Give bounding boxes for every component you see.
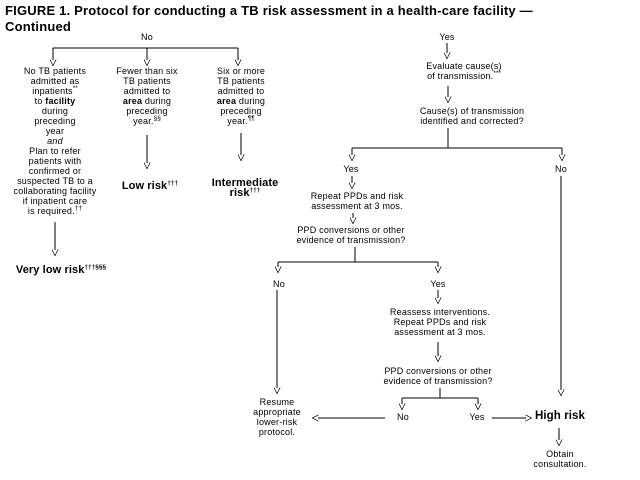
node-evaluate-causes: Evaluate cause(s) of transmission.*** [426, 61, 501, 81]
label-q3-no: No [397, 412, 409, 422]
text-line: admitted as [30, 76, 80, 86]
text-line-bold: area [122, 96, 143, 106]
text-line: Repeat PPDs and risk [310, 191, 404, 201]
node-reassess-interventions: Reassess interventions. Repeat PPDs and … [390, 307, 490, 337]
text-line: appropriate [253, 407, 301, 417]
text-line: suspected TB to a [17, 176, 93, 186]
label-q1-yes: Yes [343, 164, 359, 174]
text-line: TB patients [123, 76, 171, 86]
text-line: consultation. [533, 459, 587, 469]
text-line: Six or more [216, 66, 266, 76]
footnote-marker: ¶¶ [247, 115, 255, 122]
text-line: year.§§ [116, 115, 177, 126]
text-line: protocol. [258, 427, 296, 437]
footnote-marker: ††† [167, 180, 179, 187]
text-line: Evaluate cause(s) [426, 61, 502, 71]
text-line: is required.†† [14, 205, 97, 216]
text-line: during [41, 106, 69, 116]
label-q2-no: No [273, 279, 285, 289]
node-fewer-than-six: Fewer than six TB patients admitted to a… [116, 66, 177, 126]
text-line: Repeat PPDs and risk [393, 317, 487, 327]
text-line: evidence of transmission? [296, 235, 406, 245]
text-line-italic: and [47, 136, 63, 146]
footnote-marker: ††† [249, 187, 261, 194]
result-label: risk [229, 187, 250, 199]
text-line: preceding [126, 106, 168, 116]
text-line: Cause(s) of transmission [419, 106, 525, 116]
node-resume-lower-risk-protocol: Resume appropriate lower-risk protocol. [253, 397, 301, 437]
node-obtain-consultation: Obtain consultation. [533, 449, 586, 469]
label-q1-no: No [555, 164, 567, 174]
text-line: of transmission.*** [426, 70, 501, 81]
text-line: lower-risk [256, 417, 298, 427]
result-label: Very low risk [15, 264, 85, 276]
text-line: inpatients** [14, 85, 97, 96]
text-line: collaborating facility [13, 186, 97, 196]
text-line: Obtain [546, 449, 574, 459]
branch-label-yes: Yes [439, 32, 455, 42]
result-very-low-risk: Very low risk†††§§§ [15, 264, 107, 276]
text-line: Resume [259, 397, 295, 407]
text-line: area during [217, 96, 265, 106]
node-q-identified-corrected: Cause(s) of transmission identified and … [420, 106, 524, 126]
text-line: confirmed or [28, 166, 82, 176]
text-line: evidence of transmission? [383, 376, 493, 386]
text-line: Reassess interventions. [389, 307, 491, 317]
text-line: year. [133, 116, 154, 126]
node-q-ppd-conversions-2: PPD conversions or other evidence of tra… [383, 366, 492, 386]
footnote-marker: §§ [153, 115, 161, 122]
text-line: year. [227, 116, 248, 126]
text-line: assessment at 3 mos. [311, 201, 403, 211]
label-q2-yes: Yes [430, 279, 446, 289]
text-line: inpatients [32, 86, 73, 96]
footnote-marker: †††§§§ [84, 264, 107, 271]
text-line: area during [116, 96, 177, 106]
text-line-bold: area [216, 96, 237, 106]
result-label: Intermediate [211, 177, 279, 189]
text-line: during [144, 96, 172, 106]
text-line: admitted to [123, 86, 171, 96]
text-line: during [238, 96, 266, 106]
text-line: No TB patients [23, 66, 87, 76]
footnote-marker: ** [72, 85, 78, 92]
text-line: patients with [28, 156, 82, 166]
text-line: preceding [220, 106, 262, 116]
text-line-bold: facility [45, 96, 76, 106]
result-label: risk††† [212, 187, 279, 199]
text-line: to [34, 96, 43, 106]
text-line: Plan to refer [29, 146, 81, 156]
text-line: is required. [27, 206, 75, 216]
node-six-or-more: Six or more TB patients admitted to area… [217, 66, 265, 126]
text-line: of transmission. [427, 71, 494, 81]
text-line: admitted to [217, 86, 265, 96]
node-repeat-ppds: Repeat PPDs and risk assessment at 3 mos… [311, 191, 404, 211]
label-q3-yes: Yes [469, 412, 485, 422]
footnote-marker: †† [74, 205, 83, 212]
text-line: PPD conversions or other [384, 366, 492, 376]
figure-title-line1: FIGURE 1. Protocol for conducting a TB r… [5, 3, 533, 18]
result-label: Low risk [121, 180, 168, 192]
text-line: identified and corrected? [420, 116, 524, 126]
result-high-risk: High risk [534, 410, 586, 422]
text-line: to facility [14, 96, 97, 106]
figure-title: FIGURE 1. Protocol for conducting a TB r… [5, 3, 533, 35]
text-line: preceding [34, 116, 76, 126]
text-line: TB patients [217, 76, 265, 86]
result-low-risk: Low risk††† [121, 180, 179, 192]
footnote-marker: *** [493, 70, 501, 77]
branch-label-no: No [141, 32, 153, 42]
result-intermediate-risk: Intermediate risk††† [211, 177, 279, 199]
text-line: year.¶¶ [217, 115, 265, 126]
figure-title-line2: Continued [5, 19, 72, 34]
node-no-tb-patients: No TB patients admitted as inpatients** … [14, 66, 97, 216]
text-line: if inpatient care [22, 196, 88, 206]
text-line: assessment at 3 mos. [394, 327, 486, 337]
text-line: PPD conversions or other [297, 225, 405, 235]
node-q-ppd-conversions-1: PPD conversions or other evidence of tra… [296, 225, 405, 245]
text-line: Fewer than six [116, 66, 178, 76]
text-line: year [45, 126, 65, 136]
